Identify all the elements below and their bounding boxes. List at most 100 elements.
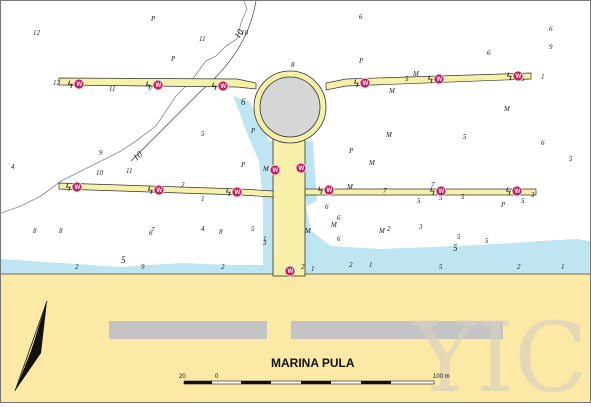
sounding: P (170, 55, 176, 63)
sounding: 6 (487, 49, 491, 57)
central-pier (272, 135, 306, 277)
water-supply-label: W (273, 168, 279, 174)
coastline (0, 0, 248, 214)
building-right (291, 321, 449, 339)
lightning-icon: ϟ (145, 81, 152, 92)
sounding: 5 (521, 197, 525, 205)
sounding: M (388, 87, 396, 95)
sounding: 5 (201, 130, 205, 138)
lightning-icon: ϟ (65, 183, 72, 194)
scale-label-20: 20 (179, 374, 186, 380)
scale-label-0: 0 (215, 374, 219, 380)
water-supply-icon (71, 181, 83, 193)
sounding: 5 (521, 75, 525, 83)
sounding: 9 (141, 263, 145, 271)
sounding: 5 (405, 75, 409, 83)
contour-label-5-b: 5 (453, 243, 458, 253)
water-supply-icon (359, 77, 371, 89)
water-supply-label: W (288, 269, 294, 275)
svg-text:N: N (31, 357, 35, 363)
sounding: 1 (263, 235, 267, 243)
scale-bar: 20 0 100 m (179, 374, 450, 385)
building-far-right (413, 321, 503, 339)
sounding: 6 (541, 139, 545, 147)
water-supply-icon (153, 184, 165, 196)
sounding: 2 (181, 181, 185, 189)
lightning-icon: ϟ (147, 186, 154, 197)
lightning-icon: ϟ (427, 75, 434, 86)
sounding: P (348, 147, 354, 155)
lightning-icon: ϟ (353, 79, 360, 90)
sounding: 5 (251, 225, 255, 233)
sounding: 4 (11, 163, 15, 171)
sounding: 12 (53, 79, 61, 87)
sounding: 9 (549, 43, 553, 51)
sounding: 1 (311, 265, 315, 273)
water-supply-label: W (515, 189, 521, 195)
sounding: 2 (221, 263, 225, 271)
sounding: 5 (485, 237, 489, 245)
water-supply-label: W (437, 77, 443, 83)
sounding: 11 (126, 167, 132, 175)
sounding: M (368, 159, 376, 167)
water-supply-icon (152, 79, 164, 91)
lightning-icon: ϟ (429, 187, 436, 198)
sounding: 5 (463, 133, 467, 141)
sounding: 2 (517, 263, 521, 271)
sounding: M (330, 221, 338, 229)
sounding: 1 (201, 195, 205, 203)
sounding: M (262, 165, 270, 173)
water-supply-label: W (327, 188, 333, 194)
sounding: 10 (241, 29, 249, 37)
water-supply-icon (284, 265, 296, 277)
water-supply-label: W (157, 188, 163, 194)
sounding: 2 (349, 261, 353, 269)
scale-label-100m: 100 m (433, 374, 450, 380)
sounding: 6 (337, 235, 341, 243)
water-supply-label: W (156, 83, 162, 89)
lightning-icon: ϟ (211, 82, 218, 93)
sounding: 8 (219, 228, 223, 236)
water-supply-icon (269, 164, 281, 176)
sounding: P (500, 201, 506, 209)
sounding: 8 (33, 227, 37, 235)
sounding: 11 (109, 85, 115, 93)
sounding: M (378, 227, 386, 235)
sounding: 7 (151, 226, 155, 234)
contour-label-5-a: 5 (121, 255, 126, 265)
sounding: 6 (337, 214, 341, 222)
watermark-text: YIC (411, 302, 588, 402)
water-supply-label: W (77, 82, 83, 88)
sounding: 7 (431, 181, 435, 189)
pier-top-right (325, 72, 532, 91)
sounding: 1 (541, 73, 545, 81)
sounding: 12 (33, 29, 41, 37)
sounding: 2 (387, 225, 391, 233)
sounding: 5 (569, 155, 573, 163)
sounding: 10 (96, 169, 104, 177)
sounding: 8 (59, 227, 63, 235)
pier-mid-right (304, 188, 537, 196)
sounding: 3 (530, 191, 535, 199)
lightning-icon: ϟ (506, 72, 513, 83)
coastal-water (1, 259, 273, 274)
water-supply-icon (73, 78, 85, 90)
lightning-icon: ϟ (67, 80, 74, 91)
water-supply-label: W (75, 185, 81, 191)
building-left (109, 321, 267, 339)
sounding: 6 (149, 229, 153, 237)
sounding: 5 (439, 194, 443, 202)
water-supply-label: W (221, 84, 227, 90)
sounding: M (412, 70, 420, 78)
map-title: MARINA PULA (271, 356, 355, 370)
sounding: 1 (369, 261, 373, 269)
water-supply-label: W (439, 189, 445, 195)
sounding: 8 (291, 61, 295, 69)
lightning-icon: ϟ (505, 187, 512, 198)
water-supply-label: W (516, 74, 522, 80)
sounding: 2 (301, 263, 305, 271)
sounding: 7 (149, 85, 153, 93)
depth-contour-10 (130, 0, 257, 162)
